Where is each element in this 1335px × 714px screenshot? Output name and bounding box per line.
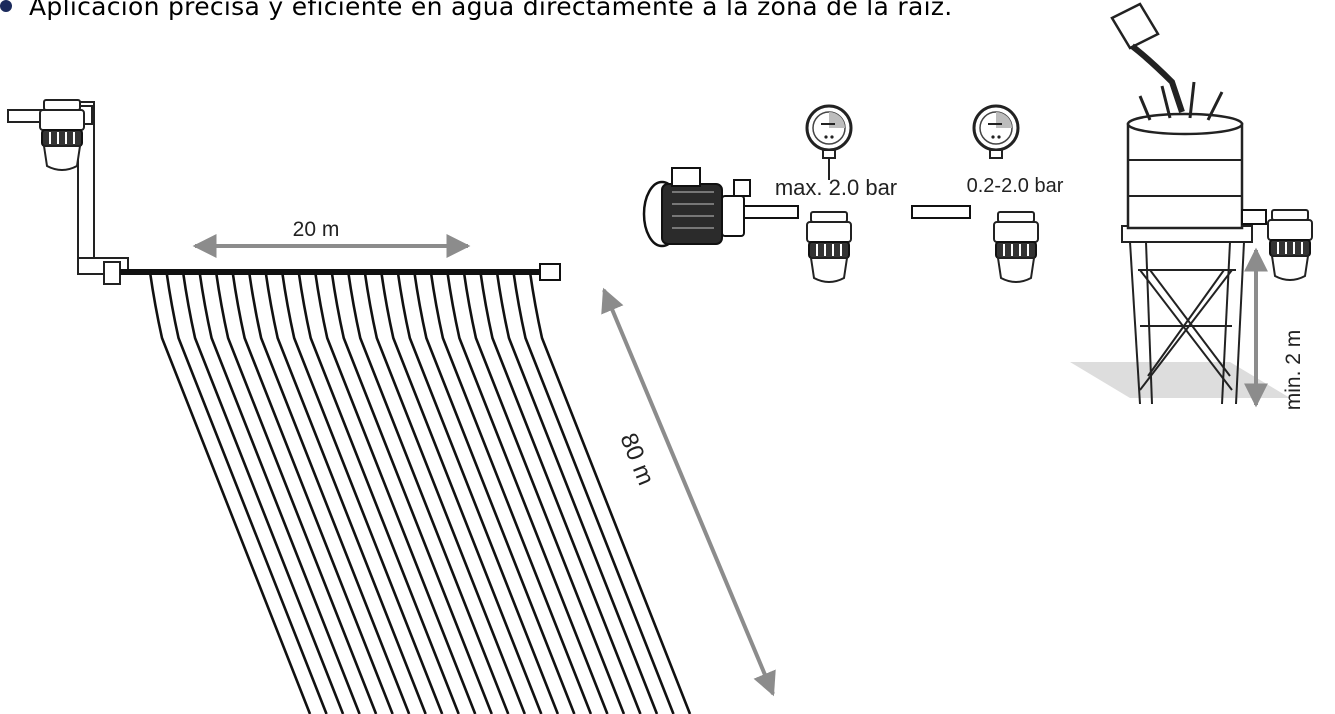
tank-stand-icon <box>1121 225 1253 405</box>
lateral-line <box>297 271 460 714</box>
lateral-line <box>495 271 659 714</box>
mains-pressure-label: 0.2-2.0 bar <box>967 175 1064 197</box>
lateral-line <box>330 271 493 714</box>
tank-shadow <box>1070 362 1290 398</box>
watering-can-icon <box>1110 2 1185 113</box>
lateral-line <box>479 271 642 714</box>
end-cap <box>539 263 561 281</box>
lateral-length-label: 80 m <box>614 429 659 489</box>
lateral-line <box>346 271 510 714</box>
tank-outlet-pipe <box>1241 209 1267 225</box>
filter-icon-pump <box>806 211 852 283</box>
lateral-line <box>396 271 560 714</box>
header-length-label: 20 m <box>293 218 340 241</box>
lateral-line <box>214 271 378 714</box>
lateral-line <box>528 271 692 714</box>
filter-icon-tank <box>1267 209 1313 281</box>
lateral-line <box>363 271 526 714</box>
lateral-line <box>512 271 675 714</box>
bullet-text: Aplicación precisa y eficiente en agua d… <box>29 0 953 21</box>
length-arrow <box>601 287 776 697</box>
mains-pipe <box>911 205 971 219</box>
lateral-line <box>413 271 576 714</box>
lateral-line <box>380 271 543 714</box>
lateral-line <box>231 271 394 714</box>
pressure-gauge-icon-pump <box>805 104 853 160</box>
lateral-line <box>280 271 444 714</box>
lateral-line <box>264 271 427 714</box>
filter-icon-left <box>39 99 85 171</box>
lateral-line <box>446 271 609 714</box>
filter-icon-mains <box>993 211 1039 283</box>
tank-height-label: min. 2 m <box>1282 330 1305 411</box>
valve-icon <box>103 261 121 285</box>
lateral-line <box>462 271 626 714</box>
lateral-line <box>429 271 593 714</box>
barrel-icon <box>1126 81 1244 230</box>
pressure-gauge-icon-mains <box>972 104 1020 160</box>
pump-pressure-label: max. 2.0 bar <box>775 175 897 200</box>
lateral-line <box>313 271 477 714</box>
lateral-line <box>148 271 312 714</box>
bullet-point: Aplicación precisa y eficiente en agua d… <box>0 0 1120 26</box>
bullet-dot-icon <box>0 0 12 12</box>
lateral-line <box>181 271 345 714</box>
lateral-lines <box>148 271 692 714</box>
lateral-line <box>165 271 328 714</box>
pump-icon <box>642 167 799 248</box>
lateral-line <box>198 271 361 714</box>
lateral-line <box>247 271 411 714</box>
